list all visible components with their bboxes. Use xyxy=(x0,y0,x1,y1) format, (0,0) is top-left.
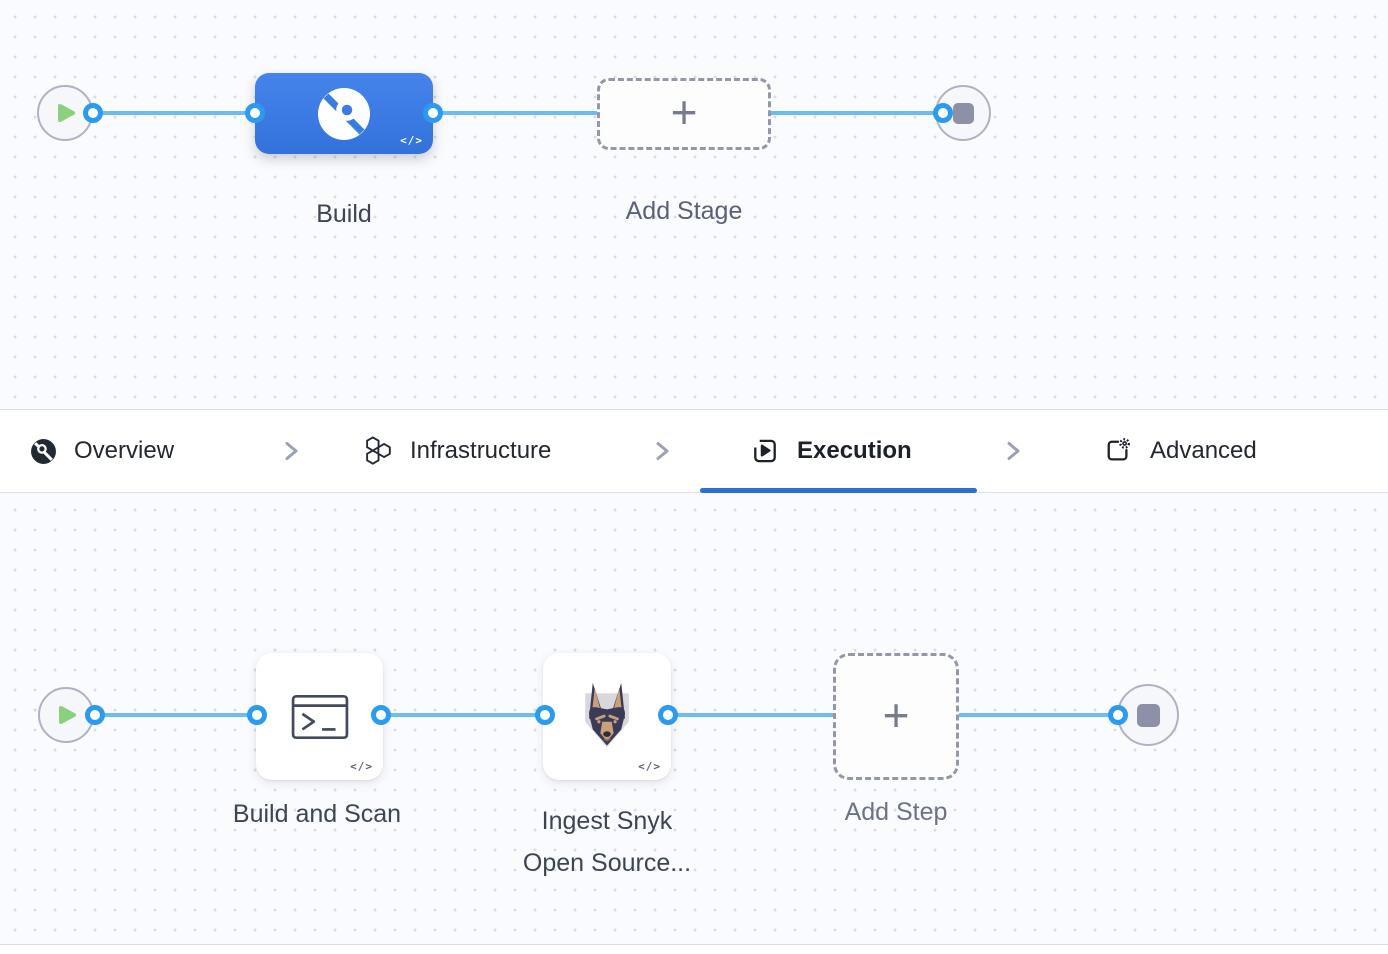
connector-dot[interactable] xyxy=(371,705,391,725)
add-stage-label: Add Stage xyxy=(625,197,743,225)
stop-icon xyxy=(952,102,974,124)
connector-dot[interactable] xyxy=(423,103,443,123)
active-tab-indicator xyxy=(700,488,977,493)
advanced-gear-icon xyxy=(1107,438,1131,461)
chevron-right-icon xyxy=(1001,410,1025,492)
connector-dot[interactable] xyxy=(658,705,678,725)
build-and-scan-step-node[interactable]: </> xyxy=(256,653,383,780)
play-icon xyxy=(58,104,75,122)
connector-dot[interactable] xyxy=(245,103,265,123)
plus-icon: + xyxy=(882,688,910,741)
snyk-dog-icon xyxy=(585,682,629,747)
stage-config-tab-bar: Overview Infrastructure Execution xyxy=(0,409,1388,493)
yaml-code-badge: </> xyxy=(400,134,423,147)
tab-label: Execution xyxy=(797,437,912,464)
execution-flow-canvas: </> </> + xyxy=(0,493,1388,944)
add-step-button[interactable]: + xyxy=(833,653,959,780)
harness-ci-stage-icon xyxy=(318,87,370,140)
infrastructure-hexagons-icon xyxy=(366,436,391,465)
connector-dot[interactable] xyxy=(1108,705,1128,725)
build-stage-node[interactable]: </> xyxy=(255,73,433,154)
build-and-scan-label: Build and Scan xyxy=(232,800,402,828)
tab-overview[interactable]: Overview xyxy=(30,410,174,492)
ingest-snyk-step-node[interactable]: </> xyxy=(543,653,671,780)
play-icon xyxy=(59,706,76,724)
build-stage-label: Build xyxy=(316,200,372,228)
plus-icon: + xyxy=(670,86,698,138)
stage-connector-line xyxy=(93,111,945,115)
connector-dot[interactable] xyxy=(83,103,103,123)
yaml-code-badge: </> xyxy=(638,760,661,773)
ingest-snyk-label-line1: Ingest Snyk xyxy=(541,807,673,835)
connector-dot[interactable] xyxy=(247,705,267,725)
tab-label: Infrastructure xyxy=(410,437,552,464)
stop-icon xyxy=(1136,703,1160,727)
add-step-label: Add Step xyxy=(844,798,948,826)
stage-flow-canvas: </> + Build Add Stage xyxy=(0,0,1388,409)
connector-dot[interactable] xyxy=(535,705,555,725)
ingest-snyk-label-line2: Open Source... xyxy=(522,849,692,877)
ingest-snyk-label: Ingest Snyk Open Source... xyxy=(497,800,717,884)
pipeline-overview-icon xyxy=(31,438,56,464)
tab-advanced[interactable]: Advanced xyxy=(1103,410,1257,492)
execution-play-icon xyxy=(754,439,776,463)
chevron-right-icon xyxy=(279,410,303,492)
yaml-code-badge: </> xyxy=(350,760,373,773)
run-step-terminal-icon xyxy=(291,694,348,739)
add-stage-button[interactable]: + xyxy=(597,78,771,150)
bottom-panel-edge xyxy=(0,944,1388,954)
tab-infrastructure[interactable]: Infrastructure xyxy=(363,410,551,492)
connector-dot[interactable] xyxy=(85,705,105,725)
chevron-right-icon xyxy=(650,410,674,492)
tab-execution[interactable]: Execution xyxy=(750,410,912,492)
connector-dot[interactable] xyxy=(933,103,953,123)
tab-label: Advanced xyxy=(1150,437,1257,464)
stage-flow-end-node xyxy=(935,85,991,141)
tab-label: Overview xyxy=(74,437,175,464)
